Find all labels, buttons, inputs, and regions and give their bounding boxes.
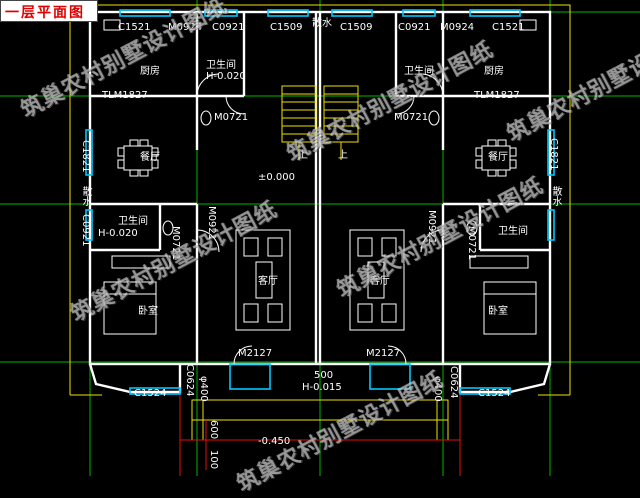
room-label-bathroom-upper-right: 卫生间 [404, 66, 434, 77]
stair-up-label-left: 上 [298, 150, 308, 161]
window-label-c0624-right: C0624 [448, 366, 459, 399]
dimension-label-500: 500 [314, 370, 334, 381]
furniture [103, 19, 537, 335]
elevation-ground: -0.450 [258, 436, 291, 447]
room-label-bedroom-right: 卧室 [488, 306, 508, 317]
room-label-dining-right: 餐厅 [488, 152, 508, 163]
floor-elevation-label: ±0.000 [258, 172, 296, 183]
window-label-c1509-right: C1509 [340, 22, 373, 33]
window-label-c1521-left: C1521 [118, 22, 151, 33]
door-label-tlm1827-right: TLM1827 [474, 90, 520, 101]
dimension-label-100: 100 [208, 450, 219, 470]
apron-label-top: 散水 [312, 18, 332, 29]
walls [88, 10, 552, 394]
window-label-c1524-right: C1524 [478, 388, 511, 399]
elevation-porch: H-0.015 [302, 382, 342, 393]
elevation-bathroom-upper-left: H-0.020 [206, 71, 246, 82]
apron-label-right: 散水 [550, 186, 561, 206]
staircase [281, 85, 359, 160]
window-label-c1821-left: C1821 [80, 140, 91, 173]
room-label-dining-left: 餐厅 [140, 152, 160, 163]
door-label-m0921-right: M0921 [426, 210, 437, 245]
elevation-bathroom-lower-left: H-0.020 [98, 228, 138, 239]
window-label-c0921-lower-left: C0921 [80, 214, 91, 247]
site-outline [69, 4, 571, 441]
door-label-m0924-left: M0924 [168, 22, 203, 33]
window-label-c0921-right: C0921 [398, 22, 431, 33]
window-label-c0624-left: C0624 [184, 364, 195, 397]
window-label-c1521-right: C1521 [492, 22, 525, 33]
door-label-m0721-left: M0721 [214, 112, 249, 123]
door-label-m0924-right: M0924 [440, 22, 475, 33]
title-block: 一层平面图 [0, 0, 98, 22]
window-label-c1509-left: C1509 [270, 22, 303, 33]
room-label-living-right: 客厅 [370, 276, 390, 287]
window-label-c1821-right: C1821 [548, 138, 559, 171]
drawing-title: 一层平面图 [5, 5, 85, 21]
door-label-m2127-right: M2127 [366, 348, 401, 359]
window-label-c0921-left: C0921 [212, 22, 245, 33]
room-label-living-left: 客厅 [258, 276, 278, 287]
door-swings [196, 73, 444, 365]
room-label-bathroom-lower-right: 卫生间 [498, 226, 528, 237]
room-label-kitchen-right: 厨房 [484, 66, 504, 77]
stair-up-label-right: 上 [338, 150, 348, 161]
door-label-m0721-right: M0721 [394, 112, 429, 123]
apron-label-left: 散水 [80, 186, 91, 206]
door-label-m0721-lower-right: M0721 [466, 226, 477, 261]
door-label-m0721-lower-left: M0721 [170, 226, 181, 261]
dimension-lines [179, 395, 461, 476]
door-label-m0921-left: M0921 [206, 206, 217, 241]
dimension-label-600: 600 [208, 420, 219, 440]
window-label-c1524-left: C1524 [134, 388, 167, 399]
windows [85, 9, 555, 395]
column-label-phi400-right: φ400 [432, 376, 443, 402]
room-label-kitchen-left: 厨房 [140, 66, 160, 77]
door-label-m2127-left: M2127 [238, 348, 273, 359]
room-label-bedroom-left: 卧室 [138, 306, 158, 317]
door-label-tlm1827-left: TLM1827 [102, 90, 148, 101]
room-label-bathroom-upper-left: 卫生间 [206, 60, 236, 71]
room-label-bathroom-lower-left: 卫生间 [118, 216, 148, 227]
column-label-phi400-left: φ400 [198, 376, 209, 402]
floor-plan-drawing [0, 0, 640, 476]
